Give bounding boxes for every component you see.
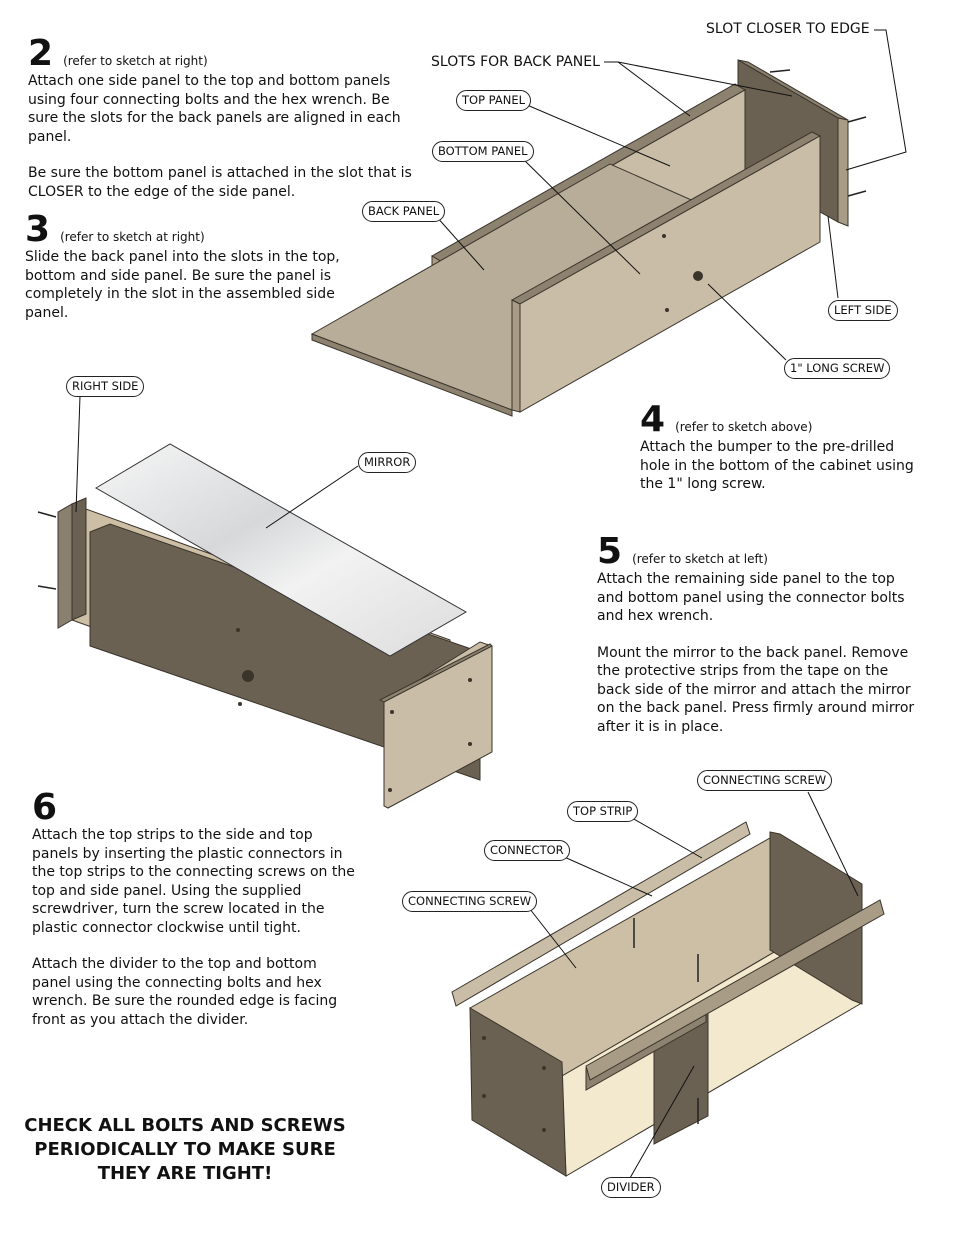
step-paragraph: Attach the divider to the top and bottom… xyxy=(32,956,338,1028)
step-paragraph: Mount the mirror to the back panel. Remo… xyxy=(597,644,915,735)
step-6: 6 Attach the top strips to the side and … xyxy=(32,790,360,1047)
step-number: 5 xyxy=(597,531,623,572)
warning-text: CHECK ALL BOLTS AND SCREWS PERIODICALLY … xyxy=(24,1115,346,1184)
label-top-strip: TOP STRIP xyxy=(567,801,639,822)
step-2: 2 (refer to sketch at right) Attach one … xyxy=(28,36,424,219)
label-divider: DIVIDER xyxy=(601,1177,661,1198)
step-3: 3 (refer to sketch at right) Slide the b… xyxy=(25,212,345,340)
label-1-inch-long-screw: 1" LONG SCREW xyxy=(784,358,891,379)
label-left-side: LEFT SIDE xyxy=(828,300,898,321)
sketch-step-5 xyxy=(37,443,493,809)
step-paragraph: Slide the back panel into the slots in t… xyxy=(25,249,340,321)
step-reference: (refer to sketch at left) xyxy=(632,552,768,566)
label-connecting-screw-left: CONNECTING SCREW xyxy=(402,891,538,912)
top-strip-front xyxy=(585,899,885,1081)
step-paragraph: Be sure the bottom panel is attached in … xyxy=(28,165,412,200)
step-paragraph: Attach one side panel to the top and bot… xyxy=(28,73,401,145)
step-number: 6 xyxy=(32,787,58,828)
sketch-step-6 xyxy=(451,821,885,1177)
label-back-panel: BACK PANEL xyxy=(362,201,446,222)
step-paragraph: Attach the bumper to the pre-drilled hol… xyxy=(640,439,914,492)
step-paragraph: Attach the top strips to the side and to… xyxy=(32,827,355,936)
step-paragraph: Attach the remaining side panel to the t… xyxy=(597,571,905,624)
step-reference: (refer to sketch above) xyxy=(675,420,813,434)
label-connector: CONNECTOR xyxy=(484,840,570,861)
sketch-step-2-3 xyxy=(310,59,867,417)
step-number: 2 xyxy=(28,33,54,74)
label-slot-closer-to-edge: SLOT CLOSER TO EDGE xyxy=(706,21,870,37)
top-strip-back xyxy=(451,821,751,1007)
cabinet-side-panel xyxy=(469,1007,567,1177)
label-top-panel: TOP PANEL xyxy=(456,90,532,111)
leader-lines xyxy=(75,29,907,1179)
label-slots-for-back-panel: SLOTS FOR BACK PANEL xyxy=(431,54,600,70)
step-number: 3 xyxy=(25,209,51,250)
label-mirror: MIRROR xyxy=(358,452,417,473)
label-connecting-screw-top: CONNECTING SCREW xyxy=(697,770,833,791)
mirror-panel xyxy=(95,443,468,657)
step-number: 4 xyxy=(640,399,666,440)
label-bottom-panel: BOTTOM PANEL xyxy=(432,141,534,162)
step-reference: (refer to sketch at right) xyxy=(60,230,205,244)
step-reference: (refer to sketch at right) xyxy=(63,54,208,68)
step-5: 5 (refer to sketch at left) Attach the r… xyxy=(597,534,915,754)
label-right-side: RIGHT SIDE xyxy=(66,376,145,397)
right-side-panel xyxy=(71,497,87,621)
step-4: 4 (refer to sketch above) Attach the bum… xyxy=(640,402,915,512)
